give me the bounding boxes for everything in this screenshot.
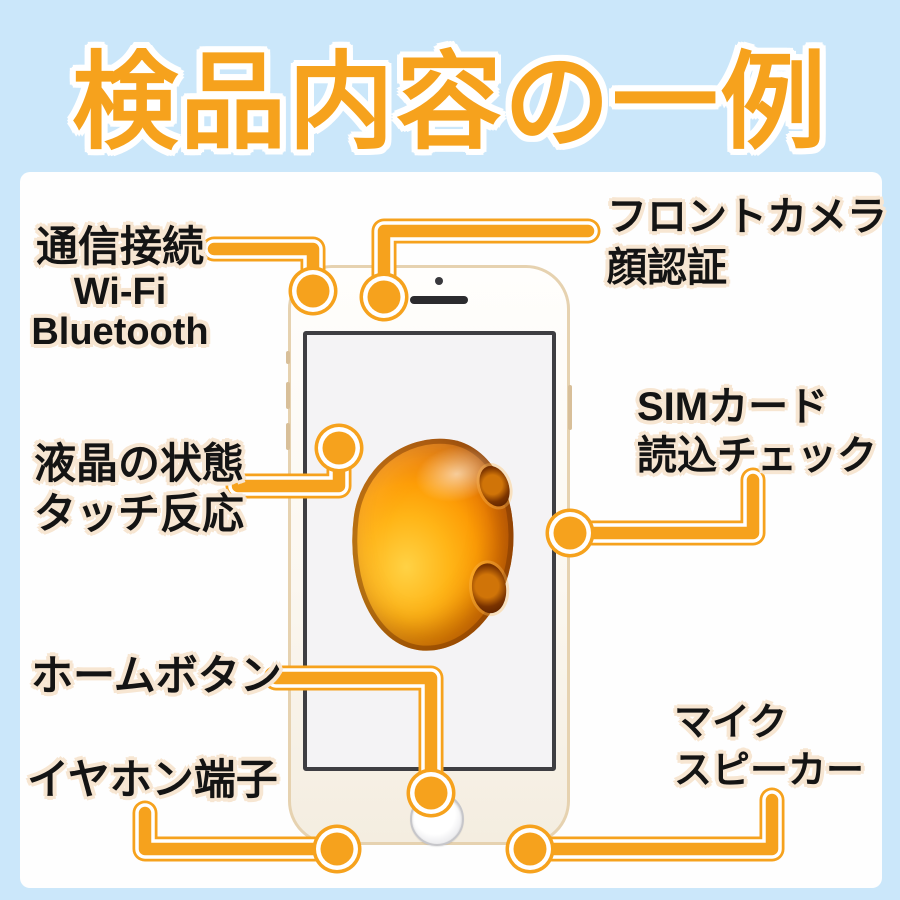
volume-down-button [286, 423, 290, 450]
label-front-camera: フロントカメラ 顔認証 [607, 192, 887, 294]
connector-sim [545, 467, 766, 558]
connector-earphone [132, 800, 362, 874]
label-mic-speaker: マイク スピーカー [674, 699, 864, 795]
connector-home-button [263, 665, 456, 818]
label-mic-line1: マイク [674, 702, 788, 744]
label-home-line1: ホームボタン [31, 652, 282, 699]
connector-mic-speaker [505, 787, 785, 874]
label-sim-line1: SIMカード [637, 385, 829, 429]
label-home-button: ホームボタン [31, 653, 282, 699]
label-sim-check: SIMカード 読込チェック [637, 383, 877, 481]
connector-communication [201, 236, 338, 316]
page-title: 検品内容の一例 [72, 44, 828, 162]
label-communication: 通信接続 Wi-Fi Bluetooth [22, 222, 218, 352]
power-button [568, 385, 572, 430]
label-mic-line2: スピーカー [674, 750, 865, 792]
earpiece-speaker [410, 296, 468, 304]
connector-lcd [225, 423, 364, 499]
phone-body [286, 265, 572, 846]
label-sim-line2: 読込チェック [637, 434, 877, 478]
mute-switch [286, 351, 290, 364]
phone-screen [303, 331, 556, 771]
label-front-camera-line1: フロントカメラ [607, 195, 887, 239]
label-lcd-touch: 液晶の状態 タッチ反応 [34, 439, 244, 539]
label-bluetooth: Bluetooth [31, 311, 209, 353]
label-lcd-line2: タッチ反応 [34, 490, 245, 537]
label-lcd-line1: 液晶の状態 [34, 440, 245, 487]
label-earphone-jack: イヤホン端子 [27, 757, 278, 803]
label-communication-title: 通信接続 [35, 223, 204, 270]
label-front-camera-line2: 顔認証 [607, 246, 727, 290]
front-camera-dot [435, 277, 443, 285]
label-earphone-line1: イヤホン端子 [27, 756, 278, 803]
connector-front-camera [359, 218, 601, 322]
label-wifi: Wi-Fi [73, 271, 167, 313]
volume-up-button [286, 382, 290, 409]
